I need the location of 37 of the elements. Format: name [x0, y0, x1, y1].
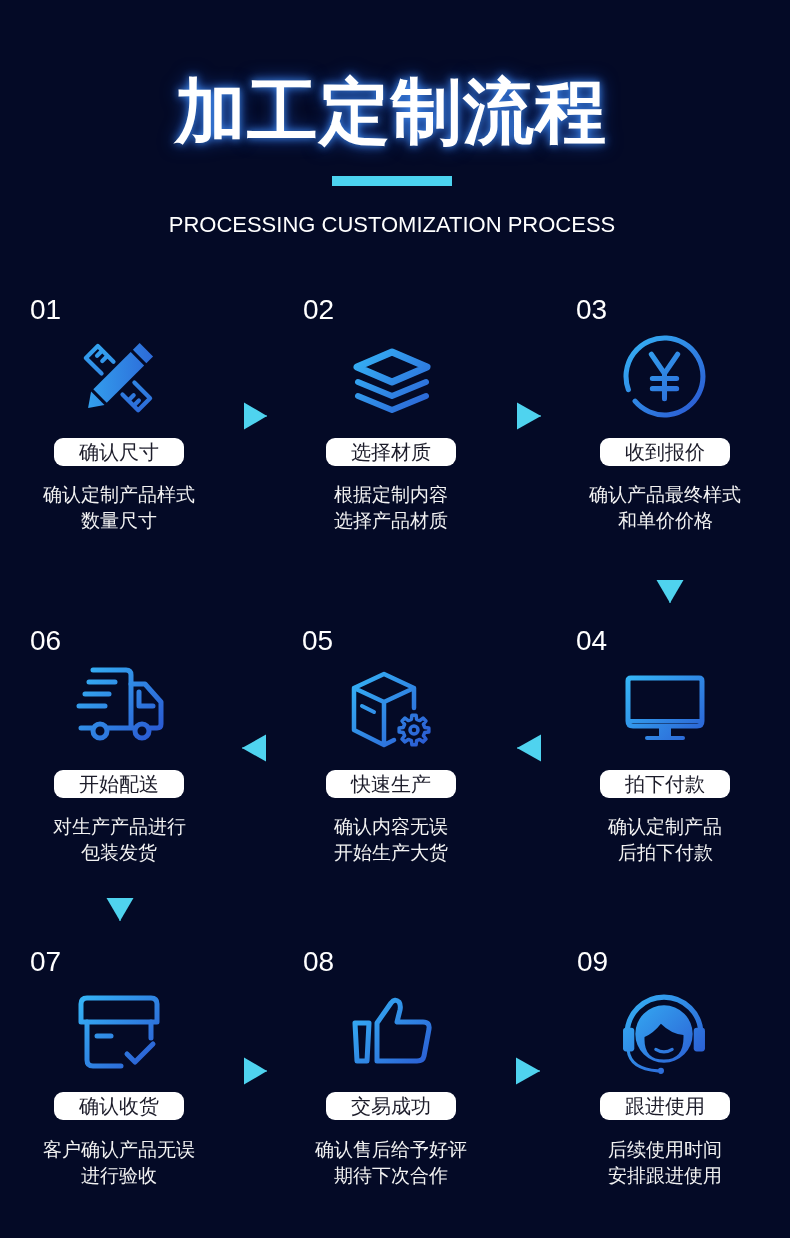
step-number: 04 — [576, 627, 608, 655]
step-number: 02 — [303, 296, 335, 324]
pill-label: 快速生产 — [326, 769, 456, 798]
subtitle: PROCESSING CUSTOMIZATION PROCESS — [168, 212, 616, 238]
arrow — [243, 1057, 268, 1085]
pill-label: 拍下付款 — [600, 769, 730, 798]
pill-label: 收到报价 — [600, 438, 730, 466]
step-description: 确认内容无误开始生产大货 — [333, 815, 449, 865]
arrow — [656, 579, 684, 604]
step-description: 确认定制产品后拍下付款 — [607, 815, 723, 865]
arrow — [243, 402, 268, 430]
step-number: 06 — [30, 627, 62, 655]
step-number: 09 — [577, 948, 609, 976]
arrow — [515, 1057, 541, 1085]
arrow — [241, 734, 267, 762]
pill-label: 确认尺寸 — [54, 438, 184, 466]
step-number: 05 — [302, 627, 334, 655]
step-description: 根据定制内容选择产品材质 — [333, 483, 449, 533]
arrow — [106, 897, 134, 922]
arrow — [516, 402, 542, 430]
step-description: 对生产产品进行包装发货 — [51, 815, 187, 865]
step-description: 客户确认产品无误进行验收 — [42, 1138, 196, 1188]
title: 加工定制流程 — [175, 74, 607, 150]
pill-label: 选择材质 — [326, 438, 456, 466]
pill-label: 开始配送 — [54, 769, 184, 798]
step-description: 确认定制产品样式数量尺寸 — [42, 483, 196, 533]
step-number: 08 — [303, 948, 335, 976]
step-number: 07 — [30, 948, 62, 976]
step-description: 后续使用时间安排跟进使用 — [607, 1138, 723, 1188]
step-description: 确认产品最终样式和单价价格 — [588, 483, 742, 533]
pill-label: 跟进使用 — [600, 1091, 730, 1120]
step-number: 01 — [30, 296, 62, 324]
step-number: 03 — [576, 296, 608, 324]
step-description: 确认售后给予好评期待下次合作 — [314, 1138, 468, 1188]
pill-label: 交易成功 — [326, 1091, 456, 1120]
arrow — [516, 734, 542, 762]
pill-label: 确认收货 — [54, 1091, 184, 1120]
